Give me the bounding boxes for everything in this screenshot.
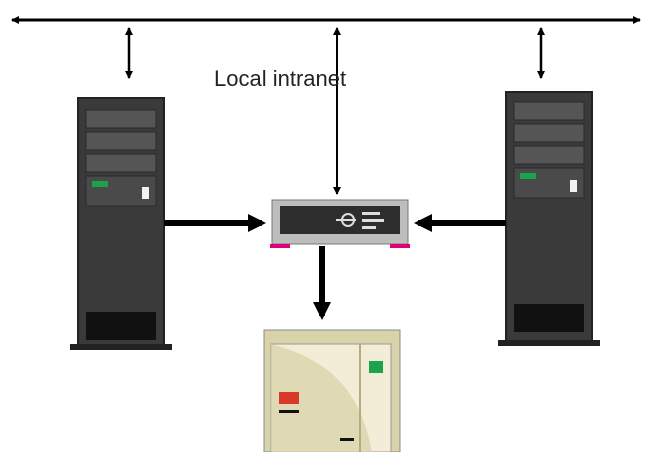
server-tower-icon [498,91,600,346]
network-label: Local intranet [214,66,347,91]
server-tower-icon [70,97,172,350]
network-switch-icon [270,199,410,248]
storage-array-icon [263,329,401,452]
